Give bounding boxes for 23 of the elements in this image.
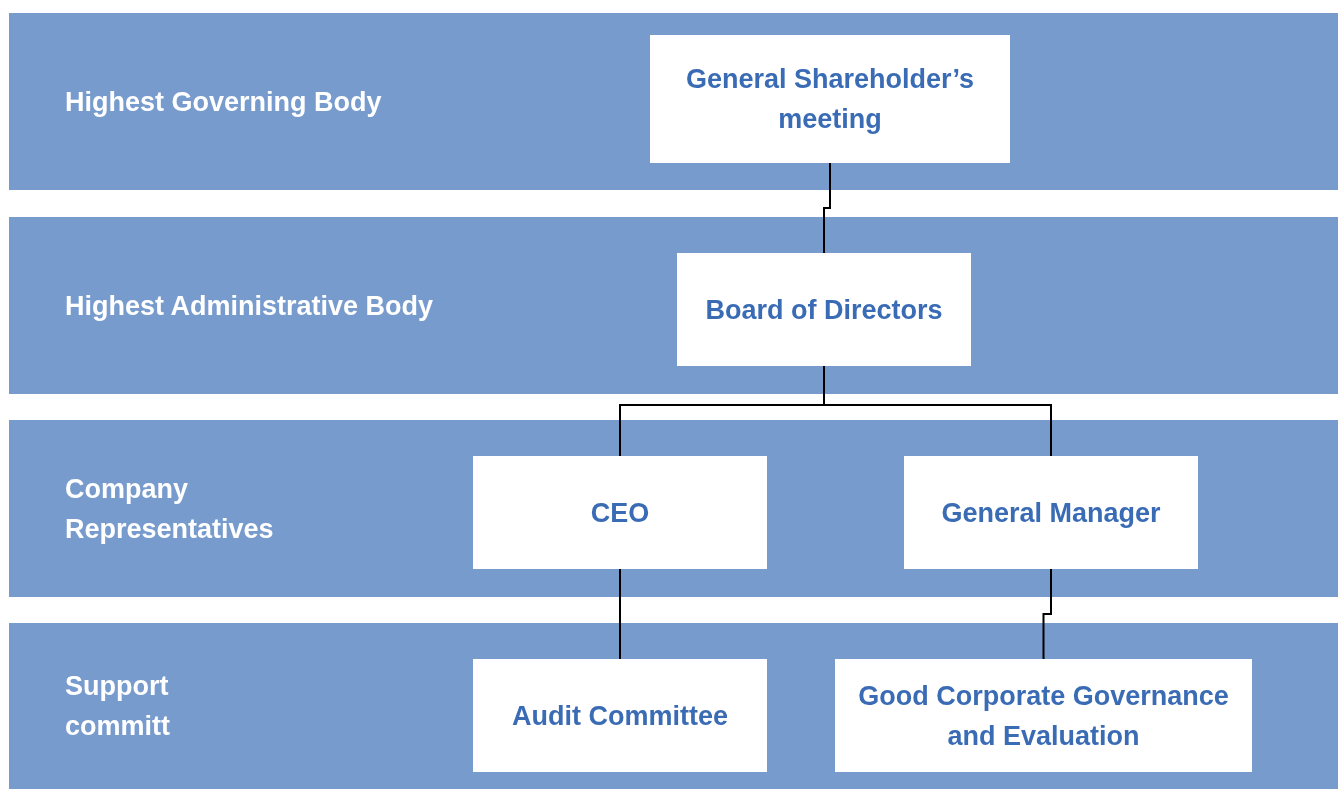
box-label: CEO bbox=[590, 496, 650, 530]
org-box bbox=[835, 659, 1252, 772]
tier-band bbox=[9, 217, 1338, 394]
org-box bbox=[677, 253, 971, 366]
box-label: General Manager bbox=[941, 496, 1161, 530]
connector-line bbox=[823, 162, 831, 254]
tier-label: Highest Governing Body bbox=[65, 85, 383, 119]
tier-label: Support committ bbox=[65, 670, 171, 743]
org-box bbox=[650, 35, 1010, 163]
connector-line bbox=[1042, 568, 1052, 660]
tier-band bbox=[9, 13, 1338, 190]
tier-band bbox=[9, 420, 1338, 597]
box-label: Board of Directors bbox=[705, 293, 943, 327]
box-label: Good Corporate Governance and Evaluation bbox=[857, 679, 1230, 753]
org-box bbox=[473, 456, 767, 569]
tier-label: Company Representatives bbox=[65, 472, 275, 546]
tier-label: Highest Administrative Body bbox=[65, 289, 435, 323]
tier-band bbox=[9, 623, 1338, 789]
box-label: General Shareholder’s meeting bbox=[684, 63, 976, 136]
box-label: Audit Committee bbox=[512, 699, 728, 733]
org-box bbox=[473, 659, 767, 772]
org-box bbox=[904, 456, 1198, 569]
connector-line bbox=[619, 568, 621, 660]
